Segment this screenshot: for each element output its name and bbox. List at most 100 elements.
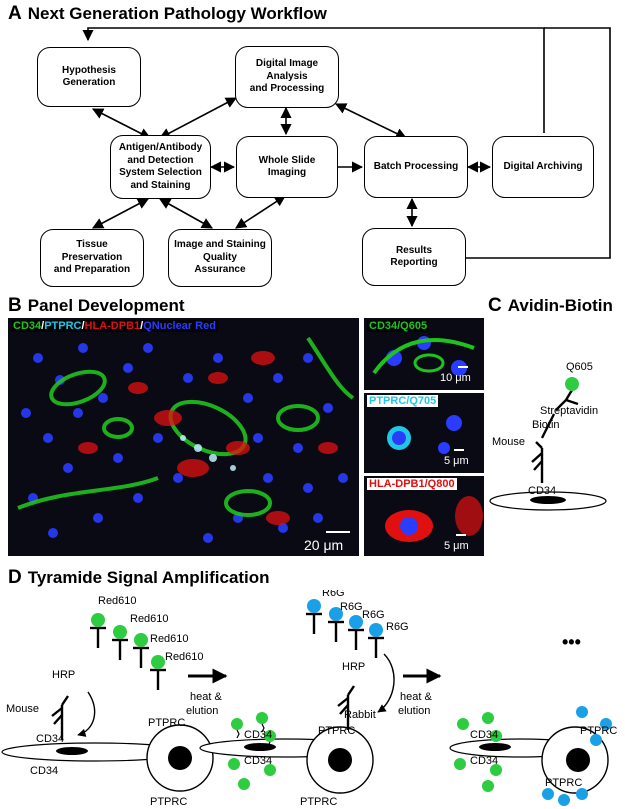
- panel-c-heading: C Avidin-Biotin: [488, 295, 613, 317]
- panel-b-heading: B Panel Development: [8, 295, 185, 317]
- panel-d-heading: D Tyramide Signal Amplification: [8, 567, 270, 589]
- box-archiving: Digital Archiving: [492, 136, 594, 198]
- arrow-antigen-digital: [159, 97, 237, 139]
- stage3-green-dots: [454, 712, 502, 792]
- q605-dot-icon: [565, 377, 579, 391]
- d-elution-2: elution: [398, 705, 430, 717]
- main-scale-text: 20 μm: [304, 537, 344, 553]
- stage2-r6g-dots: [307, 599, 383, 637]
- stage-3: CD34 CD34 PTPRC PTPRC •••: [449, 632, 617, 806]
- box-whole-slide: Whole Slide Imaging: [236, 136, 338, 198]
- inset-ptprc-scale: 5 μm: [444, 455, 469, 467]
- panel-c-title: Avidin-Biotin: [507, 296, 613, 315]
- d-red610-1: Red610: [98, 595, 137, 607]
- inset-hla-scale-bar: [456, 534, 466, 536]
- stage1-tyramides: [90, 626, 166, 690]
- d-ptprc-b: PTPRC: [150, 796, 187, 808]
- d-cd34-a: CD34: [36, 733, 64, 745]
- arrow-antigen-quality: [159, 198, 213, 229]
- panel-a-title: Next Generation Pathology Workflow: [27, 4, 327, 23]
- c-streptavidin-label: Streptavidin: [540, 405, 598, 417]
- stage2-rabbit-antibody-icon: [337, 685, 355, 730]
- label-ptprc: PTPRC: [44, 320, 82, 332]
- d-cd34-c: CD34: [244, 729, 272, 741]
- d-hrp-2: HRP: [342, 661, 365, 673]
- d-red610-3: Red610: [150, 633, 189, 645]
- inset-ptprc-scale-bar: [454, 449, 464, 451]
- cd34-antigen-blob: [530, 496, 566, 504]
- ptprc-cyan-signal: [180, 435, 236, 471]
- micrograph-main: CD34/PTPRC/HLA-DPB1/QNuclear Red 20 μm: [8, 318, 359, 556]
- inset-ptprc-label: PTPRC/Q705: [367, 395, 439, 407]
- inset-hla-label: HLA-DPB1/Q800: [367, 478, 457, 490]
- d-ptprc-d: PTPRC: [318, 725, 355, 737]
- hla-red-signal: [78, 351, 338, 525]
- c-q605-label: Q605: [566, 361, 593, 373]
- d-mouse: Mouse: [6, 703, 39, 715]
- panel-a-heading: A Next Generation Pathology Workflow: [8, 3, 327, 25]
- arrow-antigen-tissue: [92, 198, 149, 229]
- label-sep-2: /: [81, 320, 85, 332]
- d-ptprc-e: PTPRC: [580, 725, 617, 737]
- results-loop-line: [465, 27, 611, 259]
- d-heat-2: heat &: [400, 691, 432, 703]
- box-tissue: Tissue Preservation and Preparation: [40, 229, 144, 287]
- d-cd34-e: CD34: [470, 729, 498, 741]
- box-digital-image: Digital Image Analysis and Processing: [235, 46, 339, 108]
- panel-b-letter: B: [8, 295, 22, 316]
- stage2-tyramides: [306, 612, 384, 658]
- panel-a-letter: A: [8, 3, 22, 24]
- panel-c-letter: C: [488, 295, 502, 316]
- nuclei-layer: [21, 343, 348, 543]
- d-red610-2: Red610: [130, 613, 169, 625]
- streptavidin-icon: [540, 389, 579, 439]
- d-cd34-b: CD34: [30, 765, 58, 777]
- d-red610-4: Red610: [165, 651, 204, 663]
- d-cd34-f: CD34: [470, 755, 498, 767]
- mouse-antibody-icon: [531, 441, 544, 483]
- stage1-curve-arrow: [77, 691, 96, 737]
- stage3-blue-dots: [542, 706, 612, 806]
- feedback-loop-line: [82, 27, 545, 133]
- panel-d-letter: D: [8, 567, 22, 588]
- box-hypothesis: Hypothesis Generation: [37, 47, 141, 107]
- avidin-biotin-diagram: CD34 Mouse Biotin Streptavidin Q605: [489, 361, 607, 511]
- d-r6g-3: R6G: [362, 609, 385, 621]
- workflow-arrows: [82, 27, 611, 259]
- c-mouse-label: Mouse: [492, 436, 525, 448]
- panel-b-title: Panel Development: [27, 296, 185, 315]
- stage-1: Red610 Red610 Red610 Red610 HRP Mouse CD…: [1, 595, 214, 808]
- micrograph-main-art: [8, 318, 359, 556]
- arrow-hypothesis-antigen: [92, 108, 151, 139]
- d-ptprc-f: PTPRC: [545, 777, 582, 789]
- label-cd34: CD34: [13, 320, 42, 332]
- main-scale-bar: [326, 531, 350, 533]
- main-stain-label: CD34/PTPRC/HLA-DPB1/QNuclear Red: [11, 320, 218, 332]
- inset-cd34-scale-bar: [458, 366, 468, 368]
- d-r6g-1: R6G: [322, 590, 345, 599]
- d-cd34-d: CD34: [244, 755, 272, 767]
- d-ptprc-c: PTPRC: [300, 796, 337, 808]
- box-antigen: Antigen/Antibody and Detection System Se…: [110, 135, 211, 199]
- inset-cd34: CD34/Q605 10 μm: [364, 318, 484, 390]
- inset-cd34-scale: 10 μm: [440, 372, 471, 384]
- heat-elution-arrow-1: heat & elution: [186, 668, 228, 717]
- inset-hla: HLA-DPB1/Q800 5 μm: [364, 476, 484, 556]
- d-r6g-2: R6G: [340, 601, 363, 613]
- stage1-antibody-icon: [51, 695, 69, 740]
- stage2-curve-arrow: [377, 653, 395, 713]
- d-rabbit: Rabbit: [344, 709, 376, 721]
- d-r6g-4: R6G: [386, 621, 409, 633]
- d-hrp-1: HRP: [52, 669, 75, 681]
- c-biotin-label: Biotin: [532, 419, 560, 431]
- box-results: Results Reporting: [362, 228, 466, 286]
- label-hla: HLA-DPB1: [84, 320, 141, 332]
- box-quality: Image and Staining Quality Assurance: [168, 229, 272, 287]
- label-sep-1: /: [41, 320, 45, 332]
- d-ptprc-a: PTPRC: [148, 717, 185, 729]
- inset-cd34-label: CD34/Q605: [367, 320, 430, 332]
- stage-2: CD34 CD34 PTPRC HRP Rabbit PTPRC R6G R6G…: [199, 590, 409, 808]
- label-nuclear: QNuclear Red: [143, 320, 216, 332]
- panel-d-title: Tyramide Signal Amplification: [27, 568, 270, 587]
- d-ellipsis: •••: [562, 632, 581, 652]
